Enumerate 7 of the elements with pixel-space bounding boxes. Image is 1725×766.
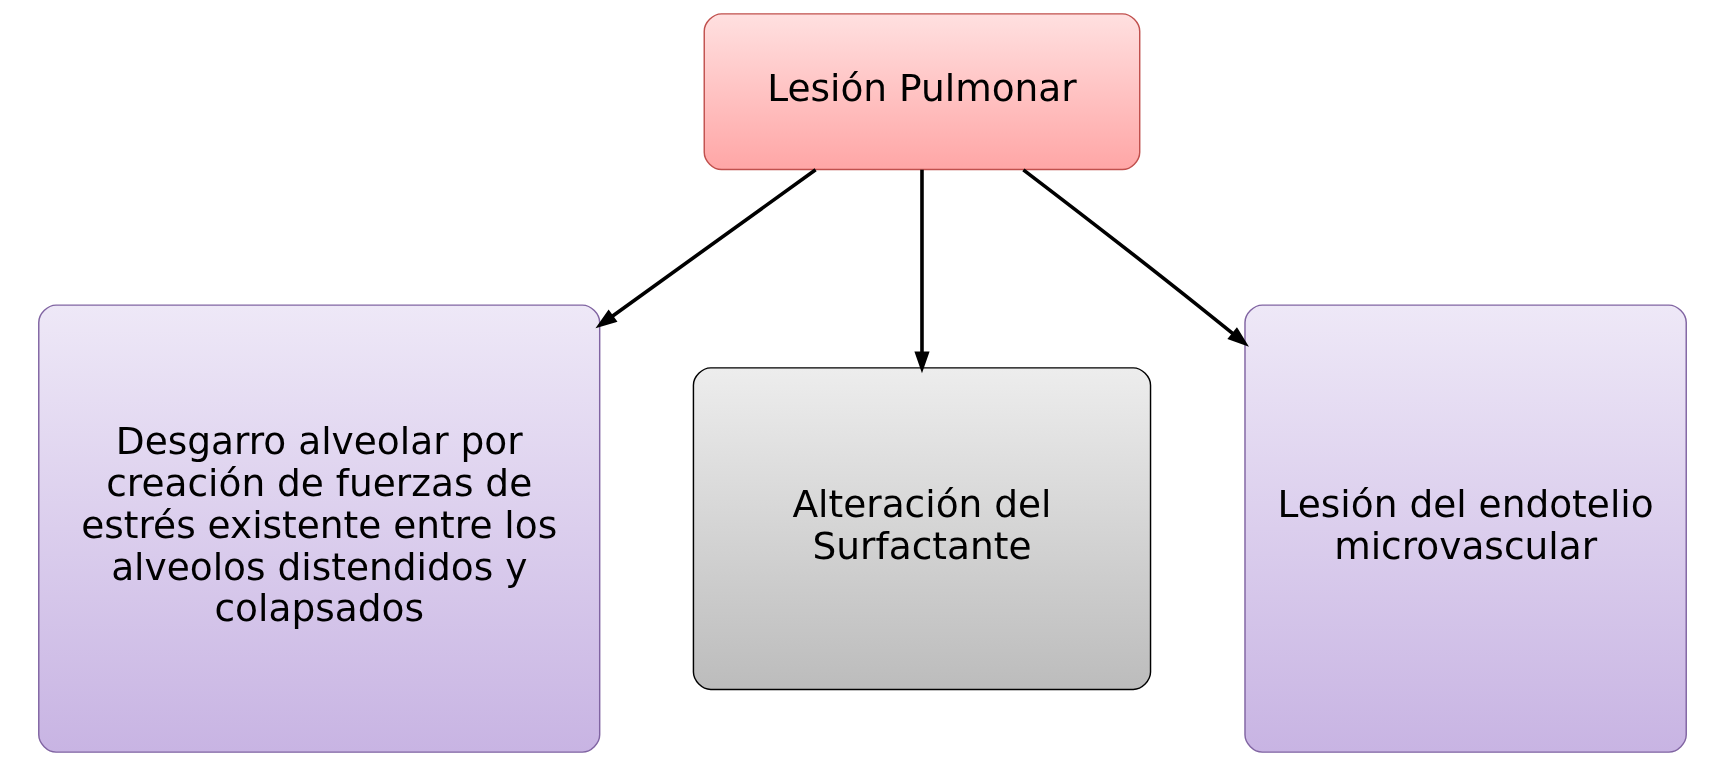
arrow — [595, 168, 817, 329]
arrow — [1022, 168, 1249, 347]
node-box: Desgarro alveolar por creación de fuerzas de estrés existente entre los alveolos distendidos y colapsados — [38, 304, 601, 753]
node-box: Alteración del Surfactante — [692, 367, 1152, 691]
node-box: Lesión del endotelio microvascular — [1244, 304, 1687, 753]
arrow — [914, 169, 930, 374]
node-box: Lesión Pulmonar — [703, 13, 1141, 171]
